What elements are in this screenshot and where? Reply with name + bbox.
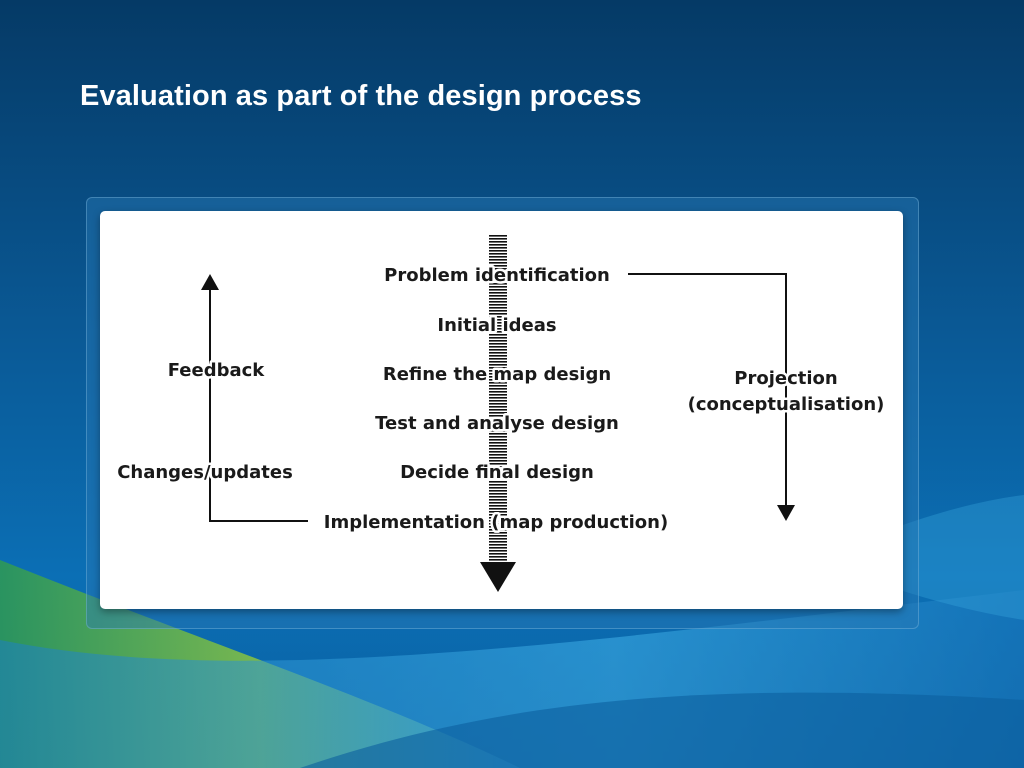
process-arrow-head (480, 562, 516, 592)
changes-updates-label: Changes/updates (117, 462, 293, 483)
step-refine-map-design: Refine the map design (383, 364, 611, 385)
slide-title: Evaluation as part of the design process (80, 80, 642, 112)
feedback-arrow-head (201, 274, 219, 290)
process-arrow-shaft (489, 234, 507, 564)
feedback-label: Feedback (168, 360, 266, 381)
step-problem-identification: Problem identification (384, 265, 610, 286)
conceptualisation-label: (conceptualisation) (688, 394, 885, 415)
projection-label: Projection (734, 368, 837, 389)
step-decide-final-design: Decide final design (400, 462, 594, 483)
feedback-loop-line (209, 289, 308, 522)
step-implementation: Implementation (map production) (324, 512, 668, 533)
step-test-analyse-design: Test and analyse design (375, 413, 619, 434)
design-process-diagram: Problem identification Initial ideas Ref… (115, 234, 887, 592)
diagram-card: Problem identification Initial ideas Ref… (100, 211, 903, 609)
projection-line (628, 273, 787, 506)
projection-arrow-head (777, 505, 795, 521)
step-initial-ideas: Initial ideas (437, 315, 556, 336)
